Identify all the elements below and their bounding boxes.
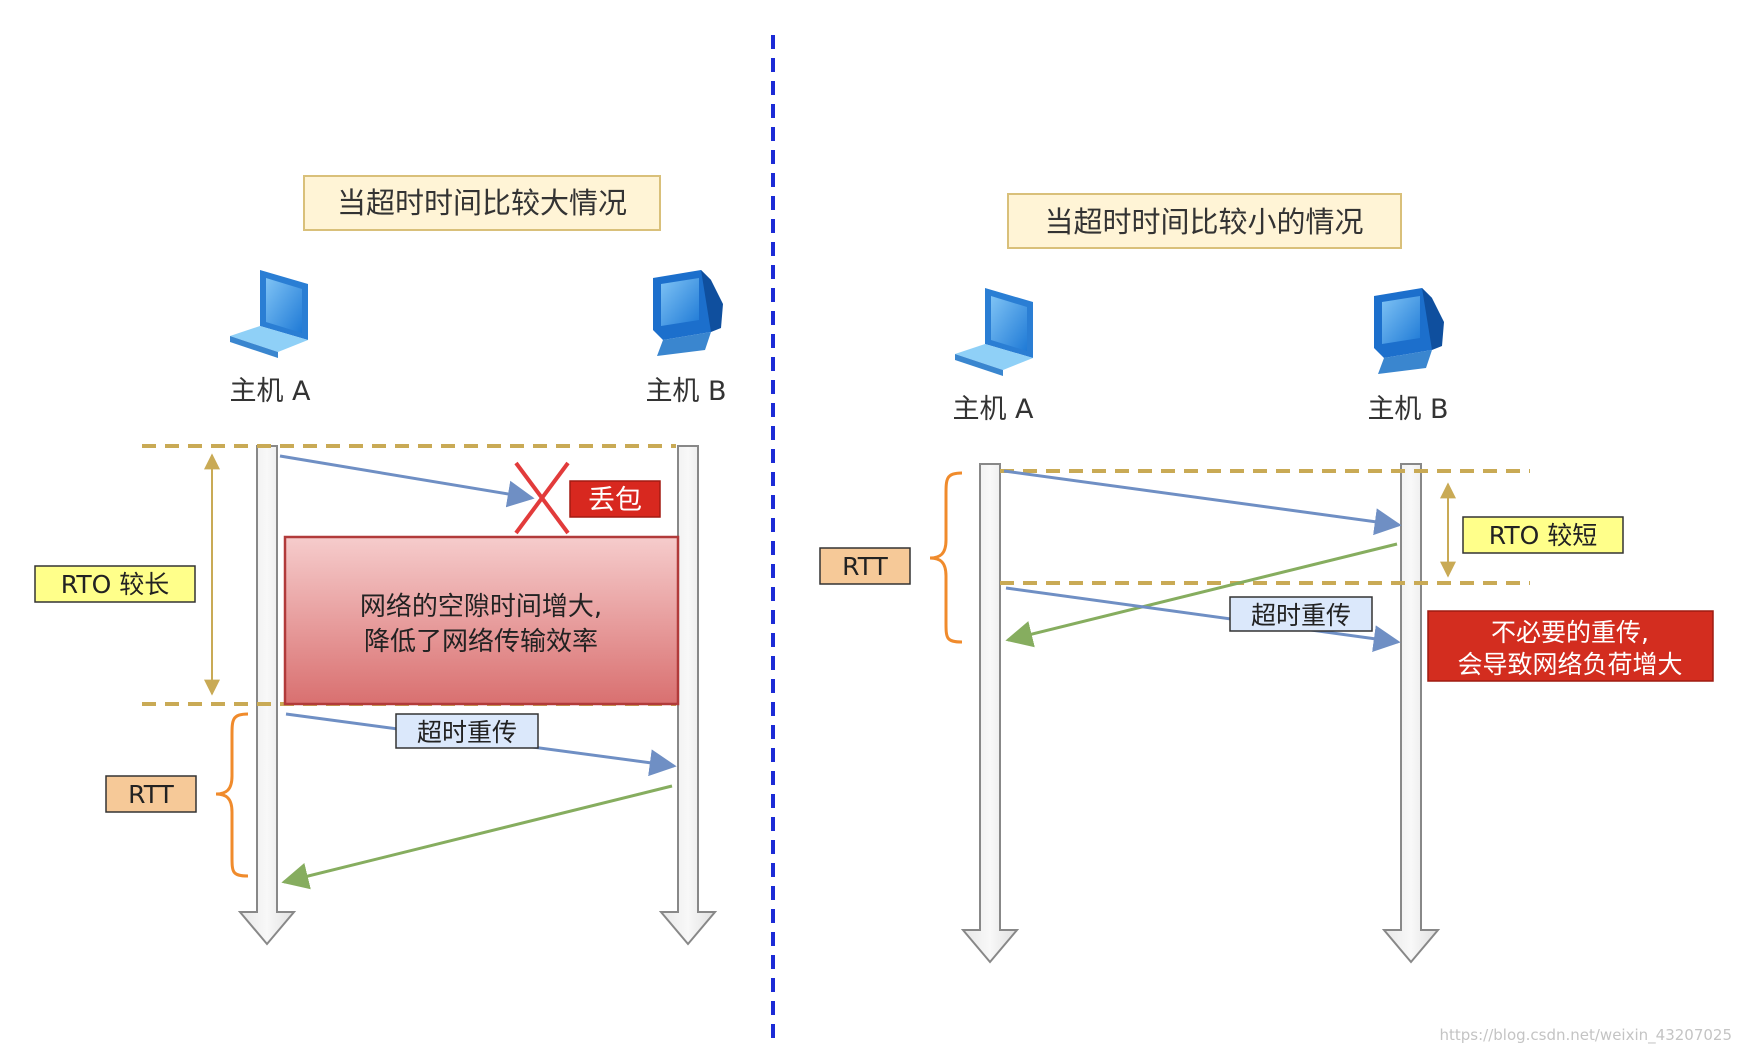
right-rtt-label-box — [819, 547, 911, 585]
left-host-b-label: 主机 B — [645, 376, 726, 407]
right-send-arrow — [1003, 469, 1402, 536]
right-timeline-b — [1381, 463, 1441, 964]
left-rtt-label-box — [105, 775, 197, 813]
right-retransmit-arrow — [1005, 586, 1401, 653]
left-title-box — [303, 175, 661, 231]
packet-lost-x-icon — [514, 461, 570, 535]
left-retransmit-label-box — [395, 713, 539, 749]
left-rtt-label: RTT — [128, 780, 174, 809]
left-ack-arrow — [281, 784, 673, 890]
right-host-b-label: 主机 B — [1367, 394, 1448, 425]
laptop-icon — [955, 288, 1033, 376]
right-ack-arrow — [1005, 542, 1398, 648]
right-host-a-label: 主机 A — [952, 394, 1034, 425]
warning-box — [1427, 610, 1714, 682]
warning-line2: 会导致网络负荷增大 — [1457, 650, 1682, 679]
left-rtt-brace — [215, 712, 249, 878]
left-panel: 当超时时间比较大情况 主机 A 主机 B RTO 较长 — [34, 175, 727, 946]
idle-note-line1: 网络的空隙时间增大, — [360, 592, 602, 622]
right-rto-label: RTO 较短 — [1489, 521, 1597, 550]
left-host-a-label: 主机 A — [229, 376, 311, 407]
desktop-icon — [1374, 288, 1444, 374]
right-timeline-a — [960, 463, 1020, 964]
right-rto-label-box — [1462, 516, 1624, 554]
left-rto-label-box — [34, 565, 196, 603]
watermark: https://blog.csdn.net/weixin_43207025 — [1439, 1026, 1732, 1045]
right-rtt-brace — [929, 471, 963, 644]
left-send-arrow — [279, 454, 535, 508]
right-panel: 当超时时间比较小的情况 主机 A 主机 B RTO 较短 — [819, 193, 1714, 964]
warning-line1: 不必要的重传, — [1491, 618, 1649, 647]
lost-badge-box — [569, 480, 661, 518]
idle-note-line2: 降低了网络传输效率 — [364, 627, 598, 657]
left-timeline-b — [658, 445, 718, 946]
right-title: 当超时时间比较小的情况 — [1044, 205, 1363, 239]
left-title: 当超时时间比较大情况 — [337, 186, 627, 220]
desktop-icon — [653, 270, 723, 356]
left-rto-label: RTO 较长 — [61, 570, 169, 599]
right-rtt-label: RTT — [842, 552, 888, 581]
lost-badge: 丢包 — [588, 485, 642, 516]
right-title-box — [1007, 193, 1402, 249]
left-timeline-a — [237, 445, 297, 946]
idle-note-box — [283, 535, 680, 706]
laptop-icon — [230, 270, 308, 358]
left-retransmit-label: 超时重传 — [417, 718, 517, 747]
right-retransmit-label-box — [1229, 596, 1373, 632]
right-retransmit-label: 超时重传 — [1251, 601, 1351, 630]
